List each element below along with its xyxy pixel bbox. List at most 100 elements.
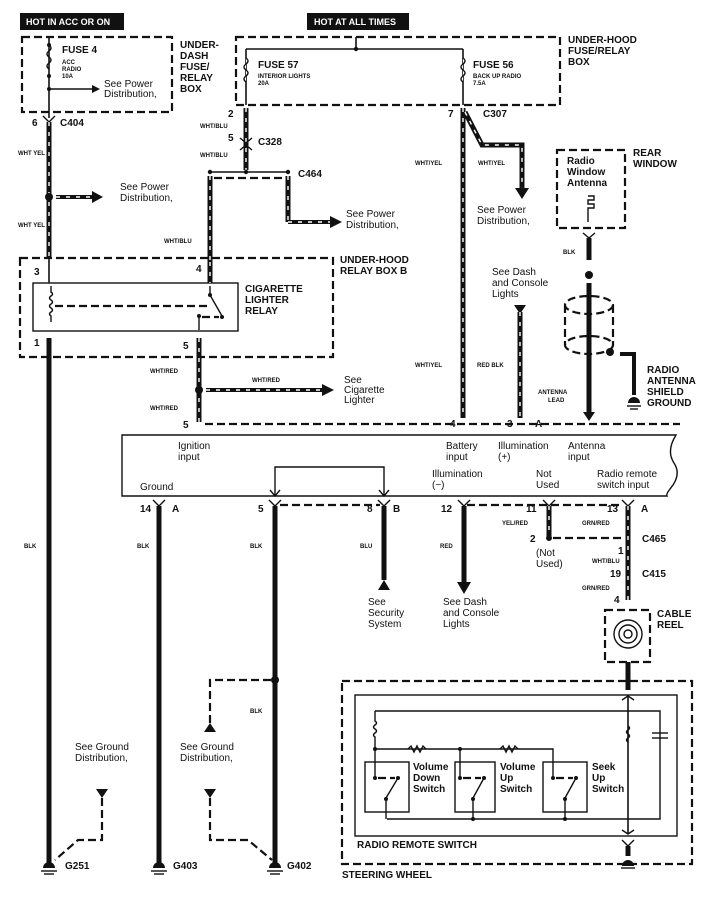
ref-ground-label: See Ground: [75, 742, 129, 753]
ground-g402-label: G402: [287, 861, 312, 872]
resistor-icon: [499, 744, 519, 754]
cable-reel-label: REEL: [657, 620, 684, 631]
svg-text:input: input: [178, 452, 200, 463]
shield-ground-label: SHIELD: [647, 387, 684, 398]
ref-security-label: See: [368, 597, 386, 608]
svg-text:Ground: Ground: [140, 482, 173, 493]
ground-icon: [621, 860, 635, 869]
volume-down-switch: [364, 749, 410, 819]
arrow-icon: [204, 789, 216, 798]
switch-label: Switch: [592, 784, 624, 795]
relay-label: RELAY: [245, 306, 278, 317]
pin-label: 1: [618, 546, 624, 557]
connector-c328: C328: [258, 137, 282, 148]
fuse56-desc: BACK UP RADIO: [473, 74, 522, 80]
pin-label: 19: [610, 569, 622, 580]
fuse56-name: FUSE 56: [473, 60, 514, 71]
seek-up-switch: [542, 760, 588, 821]
ground-icon: [627, 397, 641, 410]
pin-label: 4: [614, 595, 620, 606]
hot-in-acc-label: HOT IN ACC OR ON: [20, 13, 124, 30]
svg-text:Illumination: Illumination: [498, 441, 549, 452]
pin-label: 14: [140, 504, 152, 515]
ground-g251-label: G251: [65, 861, 90, 872]
ref-security-label: Security: [368, 608, 404, 619]
fuse56-rating: 7.5A: [473, 81, 486, 87]
ref-cig-label: Cigarette: [344, 385, 385, 396]
rear-window-label: WINDOW: [633, 159, 677, 170]
pin-label: 13: [607, 504, 619, 515]
ref-power-label: Distribution,: [104, 89, 157, 100]
svg-text:Battery: Battery: [446, 441, 478, 452]
wire-color-label: WHT/YEL: [415, 161, 442, 167]
radio-unit: [121, 434, 678, 497]
wire-color-label: WHT/BLU: [200, 124, 228, 130]
pin-label: 7: [448, 109, 454, 120]
capacitor-icon: [652, 732, 668, 739]
pin-label: 4: [196, 264, 202, 275]
wire-color-label: GRN/RED: [582, 521, 610, 527]
svg-text:HOT IN ACC OR ON: HOT IN ACC OR ON: [26, 17, 110, 27]
ref-power-label: Distribution,: [346, 220, 399, 231]
steering-wheel-label: STEERING WHEEL: [342, 870, 432, 881]
relay-label: LIGHTER: [245, 295, 290, 306]
antenna-label: Radio: [567, 156, 595, 167]
switch-label: Volume: [413, 762, 449, 773]
pin-label: 5: [183, 420, 189, 431]
pin-label: B: [393, 504, 400, 515]
svg-text:Illumination: Illumination: [432, 469, 483, 480]
svg-text:(−): (−): [432, 480, 445, 491]
radio-remote-switch-box: [354, 694, 678, 837]
arrow-icon: [92, 85, 100, 93]
resistor-icon: [407, 744, 427, 754]
svg-text:Antenna: Antenna: [568, 441, 606, 452]
relay-switch-icon: [197, 286, 224, 330]
svg-text:switch input: switch input: [597, 480, 649, 491]
svg-text:RELAY: RELAY: [180, 73, 213, 84]
ref-power-label: See Power: [104, 79, 154, 90]
wire-color-label: RED BLK: [477, 363, 504, 369]
arrow-icon: [457, 582, 471, 594]
svg-text:FUSE/RELAY: FUSE/RELAY: [568, 46, 631, 57]
fuse4-symbol: [46, 44, 52, 70]
hot-at-all-times-label: HOT AT ALL TIMES: [307, 13, 409, 30]
ref-ground-label: See Ground: [180, 742, 234, 753]
pin-label: 5: [228, 133, 234, 144]
wire-color-label: BLU: [360, 544, 372, 550]
ref-security-label: System: [368, 619, 401, 630]
pin-label: 6: [32, 118, 38, 129]
ref-power-label: See Power: [120, 182, 170, 193]
connector-c464: C464: [298, 169, 322, 180]
ref-power-label: See Power: [346, 209, 396, 220]
wire-color-label: WHT/YEL: [415, 363, 442, 369]
not-used-label: (Not: [536, 548, 555, 559]
fuse57-symbol: [243, 57, 249, 83]
pin-label: A: [535, 419, 542, 430]
wire-color-label: BLK: [250, 709, 263, 715]
pin-label: 5: [258, 504, 264, 515]
svg-text:Radio remote: Radio remote: [597, 469, 657, 480]
ref-cig-label: Lighter: [344, 395, 375, 406]
shield-ground-label: GROUND: [647, 398, 691, 409]
pin-label: 11: [526, 504, 537, 515]
switch-label: Switch: [413, 784, 445, 795]
fuse4-name: FUSE 4: [62, 45, 97, 56]
relay-label: CIGARETTE: [245, 284, 303, 295]
cable-reel-icon: [613, 619, 643, 649]
switch-label: Seek: [592, 762, 616, 773]
volume-up-switch: [454, 749, 496, 821]
switch-label: Volume: [500, 762, 536, 773]
pin-label: A: [641, 504, 648, 515]
wire-color-label: BLK: [563, 250, 576, 256]
svg-text:(+): (+): [498, 452, 511, 463]
connector-c307: C307: [483, 109, 507, 120]
ref-dash-label: See Dash: [492, 267, 536, 278]
ref-dash-label: Lights: [492, 289, 519, 300]
fuse4-rating: 10A: [62, 74, 74, 80]
fuse56-symbol: [460, 57, 466, 83]
svg-text:DASH: DASH: [180, 51, 208, 62]
ref-ground-label: Distribution,: [75, 753, 128, 764]
wire-color-label: WHT/BLU: [164, 239, 192, 245]
ref-cig-label: See: [344, 375, 362, 386]
wire-color-label: YEL/RED: [502, 521, 529, 527]
